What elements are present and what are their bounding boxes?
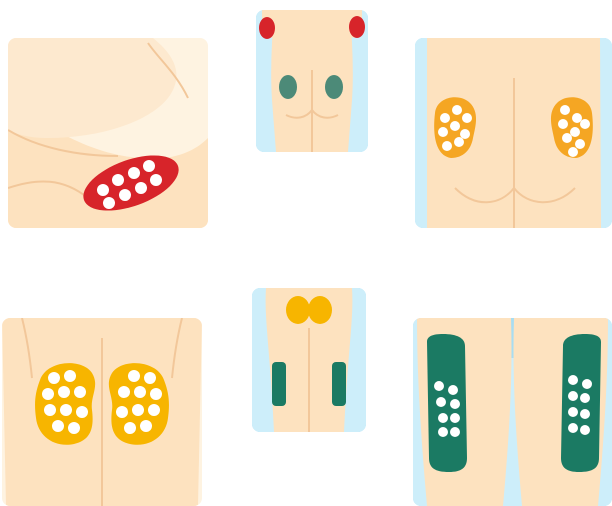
red-patch-left-arm	[259, 17, 275, 39]
teal-patch-left-thigh	[272, 362, 286, 406]
lower-back-yellow-illustration	[2, 318, 202, 506]
red-patch-right-arm	[349, 16, 365, 38]
back-overview-illustration	[256, 10, 368, 152]
lower-back-orange-panel	[415, 38, 612, 228]
upper-arm-panel	[8, 38, 208, 228]
yellow-patch-left-back	[286, 296, 310, 324]
back-overview-illustration-2	[252, 288, 366, 432]
back-overview-panel-2	[252, 288, 366, 432]
yellow-patch-left	[35, 363, 95, 445]
teal-patch-right-back	[325, 75, 343, 99]
yellow-patch-right-back	[308, 296, 332, 324]
thighs-teal-panel	[413, 318, 612, 506]
teal-patch-left-back	[279, 75, 297, 99]
teal-patch-right	[561, 334, 601, 472]
thighs-teal-illustration	[413, 318, 612, 506]
lower-back-yellow-panel	[2, 318, 202, 506]
yellow-patch-right	[109, 363, 169, 445]
upper-arm-illustration	[8, 38, 208, 228]
lower-back-orange-illustration	[415, 38, 612, 228]
teal-patch-right-thigh	[332, 362, 346, 406]
teal-patch-left	[427, 334, 467, 472]
back-overview-panel-1	[256, 10, 368, 152]
